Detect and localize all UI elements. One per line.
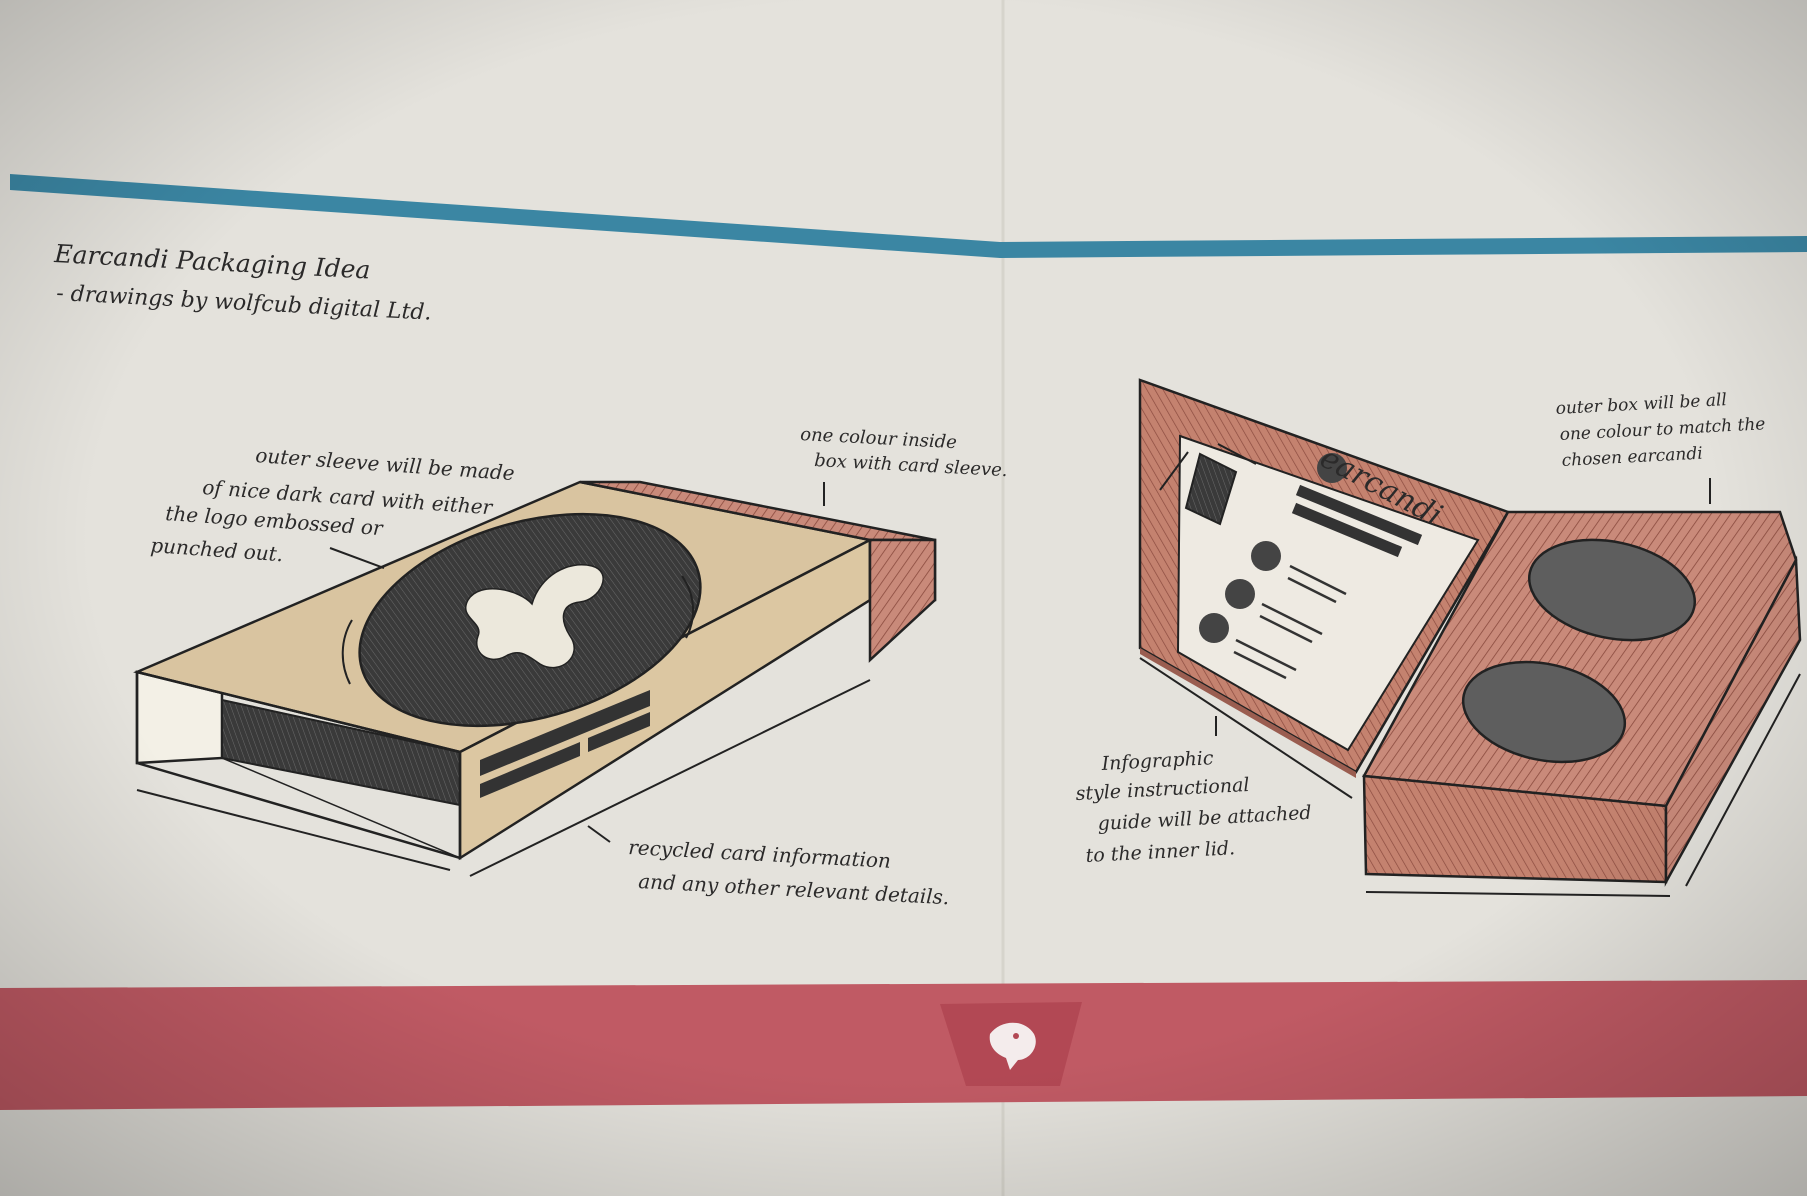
red-footer-band — [0, 980, 1807, 1110]
